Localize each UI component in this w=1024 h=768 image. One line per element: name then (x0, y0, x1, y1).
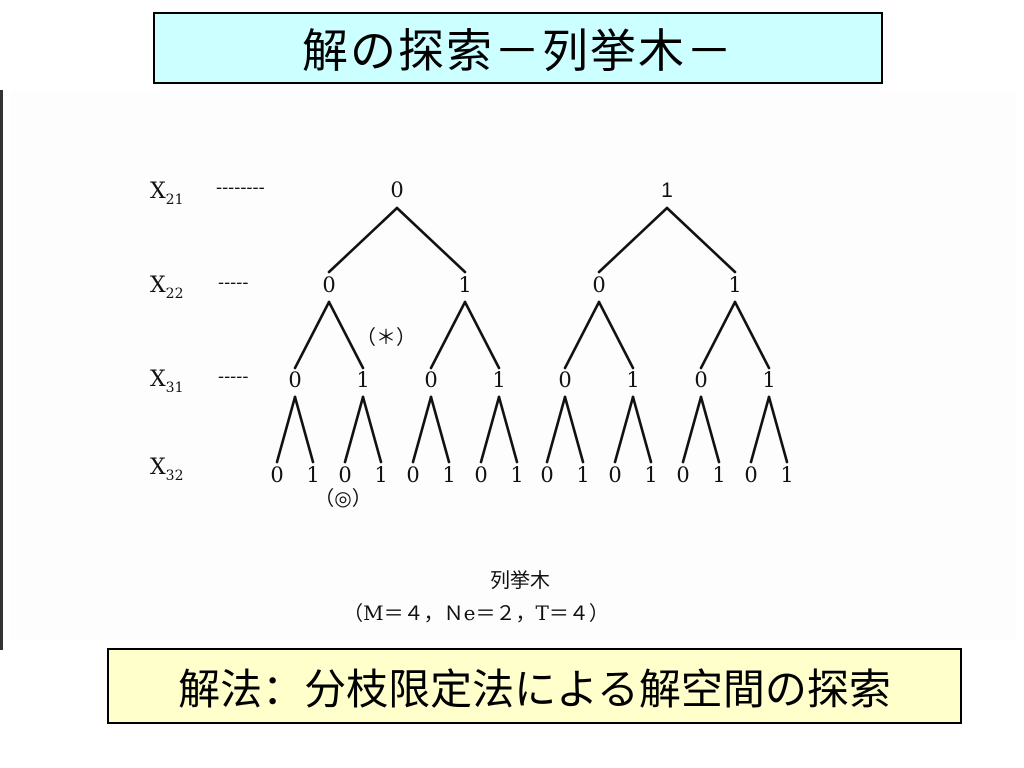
tree-edge (563, 395, 585, 464)
tree-edge (497, 395, 519, 464)
tree-edge (767, 395, 789, 464)
figure-caption-title: 列挙木 (490, 568, 550, 592)
tree-node-leaf: 0 (474, 463, 487, 487)
tree-edge (665, 206, 737, 274)
level-label-x21: X21 (150, 179, 184, 208)
tree-node-level3: 0 (558, 368, 571, 392)
tree-edge (343, 395, 365, 464)
tree-node-leaf: 1 (442, 463, 455, 487)
tree-node-leaf: 1 (712, 463, 725, 487)
slide-title: 解の探索－列挙木－ (153, 12, 883, 84)
tree-edge (293, 395, 315, 464)
tree-node-leaf: 1 (576, 463, 589, 487)
tree-edge (631, 395, 653, 464)
tree-edge (681, 395, 703, 464)
tree-edge (293, 300, 331, 370)
tree-node-leaf: 1 (374, 463, 387, 487)
tree-edge (429, 300, 467, 370)
tree-node-level3: 1 (762, 368, 775, 392)
tree-edge (361, 395, 383, 464)
tree-node-leaf: 0 (406, 463, 419, 487)
level-label-x31: X31 (150, 367, 184, 396)
tree-root-node: 1 (661, 179, 673, 202)
tree-edge (733, 300, 771, 370)
tree-node-leaf: 0 (676, 463, 689, 487)
tree-node-leaf: 0 (338, 463, 351, 487)
left-border-line (0, 90, 3, 650)
tree-edge (275, 395, 297, 464)
tree-node-leaf: 0 (540, 463, 553, 487)
tree-node-level2: 0 (592, 273, 605, 297)
tree-edge (613, 395, 635, 464)
tree-node-leaf: 1 (780, 463, 793, 487)
tree-edge (479, 395, 501, 464)
level-label-x22: X22 (150, 273, 184, 302)
tree-node-level2: 1 (728, 273, 741, 297)
level-leader-x22: ----- (218, 272, 248, 293)
tree-node-level3: 0 (424, 368, 437, 392)
tree-node-leaf: 1 (510, 463, 523, 487)
level-leader-x31: ----- (218, 366, 248, 387)
level-leader-x21: -------- (216, 177, 265, 198)
tree-node-leaf: 0 (270, 463, 283, 487)
tree-edge (699, 395, 721, 464)
level-label-x32: X32 (150, 455, 184, 484)
tree-node-leaf: 1 (306, 463, 319, 487)
marker-star: （＊） (356, 325, 416, 349)
tree-node-level3: 0 (288, 368, 301, 392)
tree-edge (597, 206, 669, 274)
marker-double-circle: （◎） (314, 486, 371, 510)
tree-node-level3: 1 (626, 368, 639, 392)
tree-edge (749, 395, 771, 464)
tree-node-leaf: 1 (644, 463, 657, 487)
tree-edge (699, 300, 737, 370)
tree-edge (327, 300, 365, 370)
tree-edge (597, 300, 635, 370)
tree-edge (545, 395, 567, 464)
tree-node-leaf: 0 (744, 463, 757, 487)
tree-node-level3: 1 (492, 368, 505, 392)
figure-caption-params: （M＝４，Ｎe＝２，T＝４） (343, 601, 609, 625)
tree-edge (463, 300, 501, 370)
tree-node-level3: 1 (356, 368, 369, 392)
tree-edge (411, 395, 433, 464)
tree-node-level2: 1 (458, 273, 471, 297)
tree-node-level2: 0 (322, 273, 335, 297)
solution-method-box: 解法：分枝限定法による解空間の探索 (107, 648, 962, 724)
tree-root-node: 0 (390, 178, 403, 202)
tree-node-leaf: 0 (608, 463, 621, 487)
tree-edge (563, 300, 601, 370)
scanned-figure-background (10, 92, 1016, 640)
tree-edge (395, 206, 467, 274)
tree-edge (327, 206, 399, 274)
tree-node-level3: 0 (694, 368, 707, 392)
tree-edge (429, 395, 451, 464)
